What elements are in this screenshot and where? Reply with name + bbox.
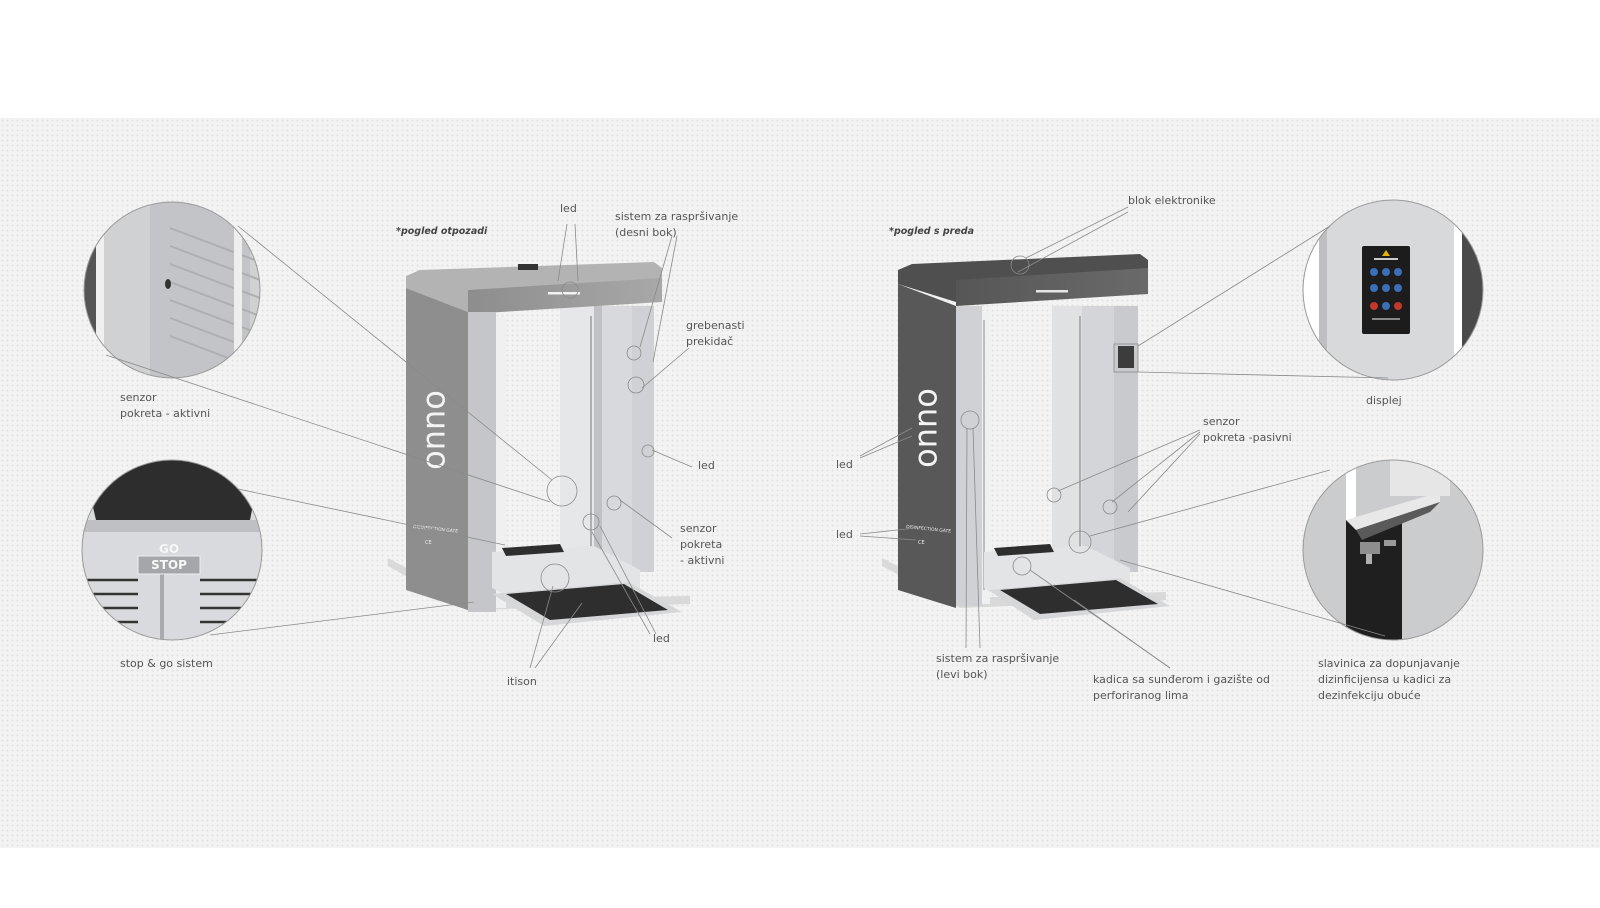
stop-label: STOP: [151, 558, 187, 572]
label-faucet-2: dizinficijensa u kadici za: [1318, 672, 1451, 688]
rear-brand-logo: ouuo: [419, 390, 457, 470]
callout-lines: [106, 207, 1388, 668]
view-label-rear: *pogled otpozadi: [396, 226, 487, 237]
label-carpet: itison: [507, 674, 537, 690]
rear-brand-logo-text: ouuo: [419, 390, 457, 470]
label-spray-left-1: sistem za raspršivanje: [936, 651, 1059, 667]
label-led-top: led: [560, 201, 577, 217]
label-stop-go: stop & go sistem: [120, 656, 213, 672]
rear-gate: ouuo DISINFECTION GATE CE: [388, 262, 690, 626]
detail-sensor-rear: [84, 202, 260, 378]
detail-faucet: [1303, 460, 1483, 640]
label-led-front-2: led: [836, 527, 853, 543]
go-label: GO: [159, 542, 179, 556]
front-display-panel: [1118, 346, 1134, 368]
label-spray-left-2: (levi bok): [936, 667, 988, 683]
rear-ce-mark: CE: [425, 540, 432, 546]
front-brand-logo-text: ouuo: [911, 388, 949, 468]
label-sensor-passive-2: pokreta -pasivni: [1203, 430, 1292, 446]
label-tub-1: kadica sa sunđerom i gazište od: [1093, 672, 1270, 688]
front-gate: ouuo DISINFECTION GATE CE: [882, 254, 1170, 620]
front-brand-logo: ouuo: [911, 388, 949, 468]
detail-stop-go: GO STOP: [82, 460, 262, 640]
label-sensor-active-l-1: senzor: [120, 390, 157, 406]
label-spray-right-2: (desni bok): [615, 225, 677, 241]
label-cam-switch-1: grebenasti: [686, 318, 745, 334]
detail-display: [1303, 200, 1486, 380]
label-sensor-active-r-2: pokreta: [680, 537, 722, 553]
label-electronics: blok elektronike: [1128, 193, 1216, 209]
label-sensor-active-l-2: pokreta - aktivni: [120, 406, 210, 422]
label-tub-2: perforiranog lima: [1093, 688, 1188, 704]
label-led-front-1: led: [836, 457, 853, 473]
label-sensor-active-r-1: senzor: [680, 521, 717, 537]
label-led-bottom: led: [653, 631, 670, 647]
label-cam-switch-2: prekidač: [686, 334, 733, 350]
label-display: displej: [1366, 393, 1402, 409]
label-faucet-3: dezinfekciju obuće: [1318, 688, 1421, 704]
view-label-front: *pogled s preda: [889, 226, 974, 237]
label-led-right: led: [698, 458, 715, 474]
front-ce-mark: CE: [918, 540, 925, 546]
label-sensor-active-r-3: - aktivni: [680, 553, 724, 569]
label-spray-right-1: sistem za raspršivanje: [615, 209, 738, 225]
label-sensor-passive-1: senzor: [1203, 414, 1240, 430]
label-faucet-1: slavinica za dopunjavanje: [1318, 656, 1460, 672]
